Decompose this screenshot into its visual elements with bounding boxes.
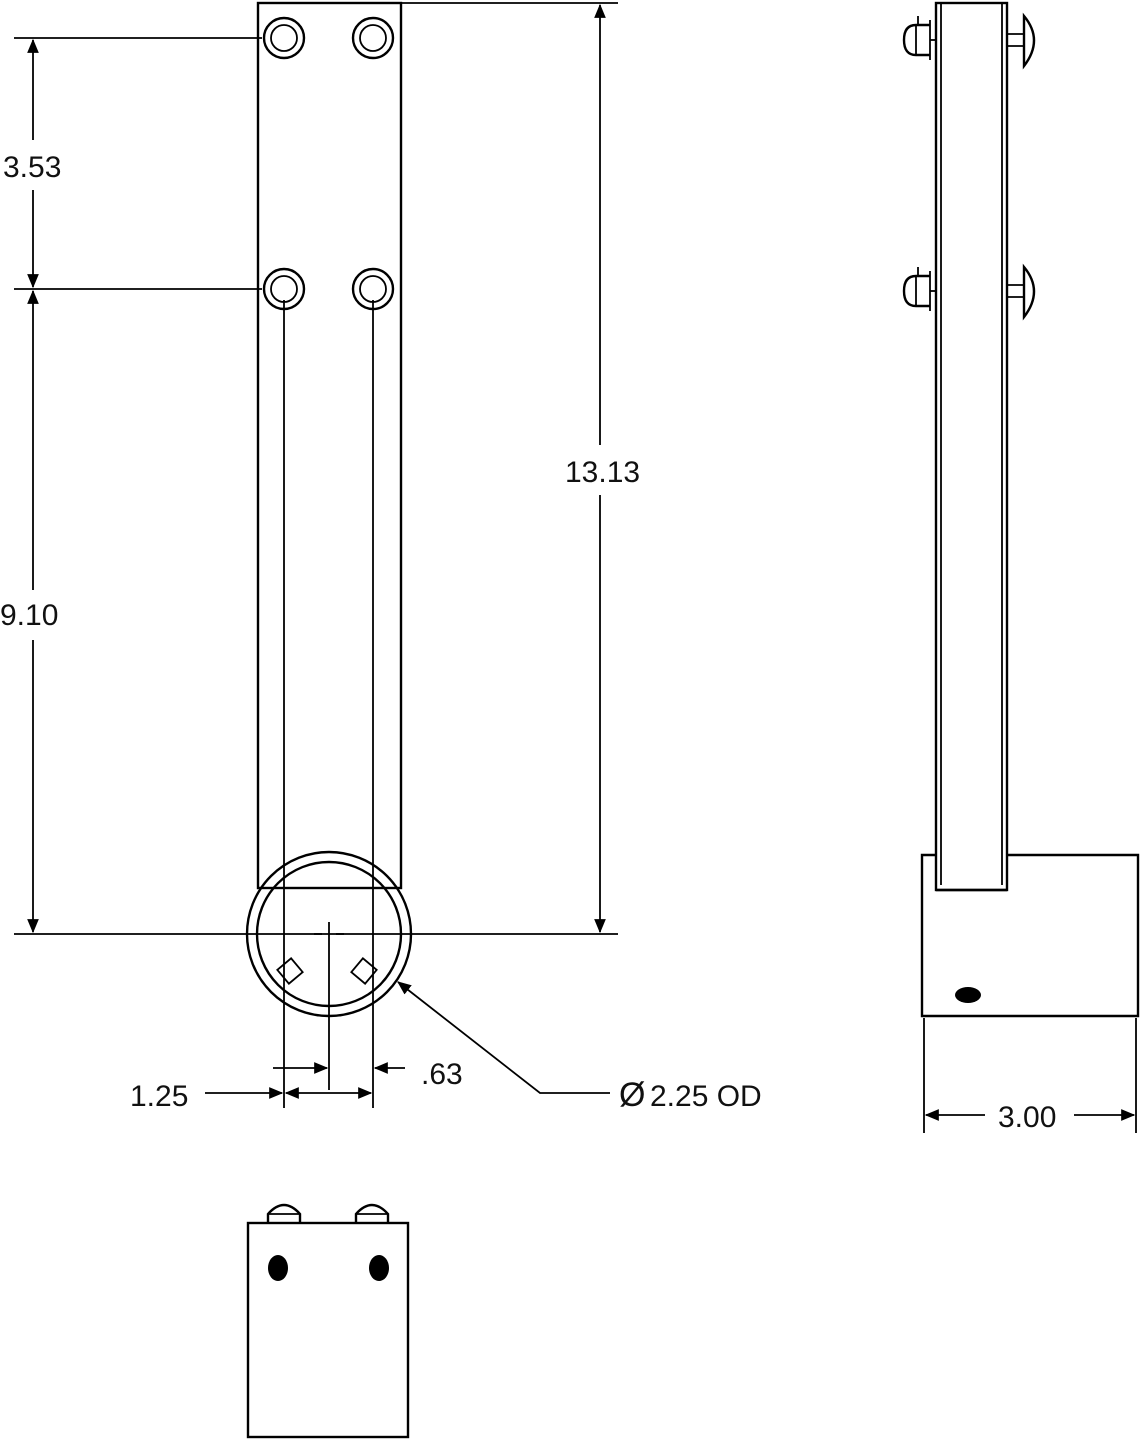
diameter-symbol: Ø (619, 1076, 645, 1114)
nut-bottom-left (266, 1203, 302, 1223)
dim-lower-hole-to-center: 9.10 (0, 599, 58, 632)
nut-left-mid (902, 267, 936, 311)
bottom-hole-right (369, 1255, 389, 1281)
side-view (902, 1, 1140, 1018)
dim-upper-hole-spacing: 3.53 (3, 151, 61, 184)
bolt-head-right-top (1007, 12, 1036, 70)
dim-tube-diameter: 2.25 OD (650, 1080, 762, 1113)
diameter-leader (397, 981, 610, 1094)
dim-overall-height: 13.13 (565, 456, 640, 489)
side-base (920, 853, 1140, 1018)
bolt-head-right-mid (1007, 263, 1036, 321)
bottom-hole-left (268, 1255, 288, 1281)
dim-base-width: 3.00 (998, 1101, 1056, 1134)
bottom-view (246, 1203, 410, 1439)
front-view (245, 1, 413, 1108)
bottom-block (246, 1221, 410, 1439)
bolt-hole-mid-right (351, 267, 395, 311)
dim-slot-offset: .63 (421, 1058, 463, 1091)
dimension-lines (14, 2, 1137, 1133)
bar-outline (256, 1, 403, 890)
side-post (934, 1, 1009, 892)
dimension-labels: 3.53 9.10 13.13 1.25 .63 Ø 2.25 OD 3.00 (0, 151, 1056, 1134)
bolt-hole-top-right (351, 16, 395, 60)
nut-left-top (902, 16, 936, 60)
base-hole (955, 987, 981, 1003)
bolt-hole-mid-left (262, 267, 306, 311)
dim-slot-width: 1.25 (130, 1080, 188, 1113)
nut-bottom-right (354, 1203, 390, 1223)
bolt-hole-top-left (262, 16, 306, 60)
